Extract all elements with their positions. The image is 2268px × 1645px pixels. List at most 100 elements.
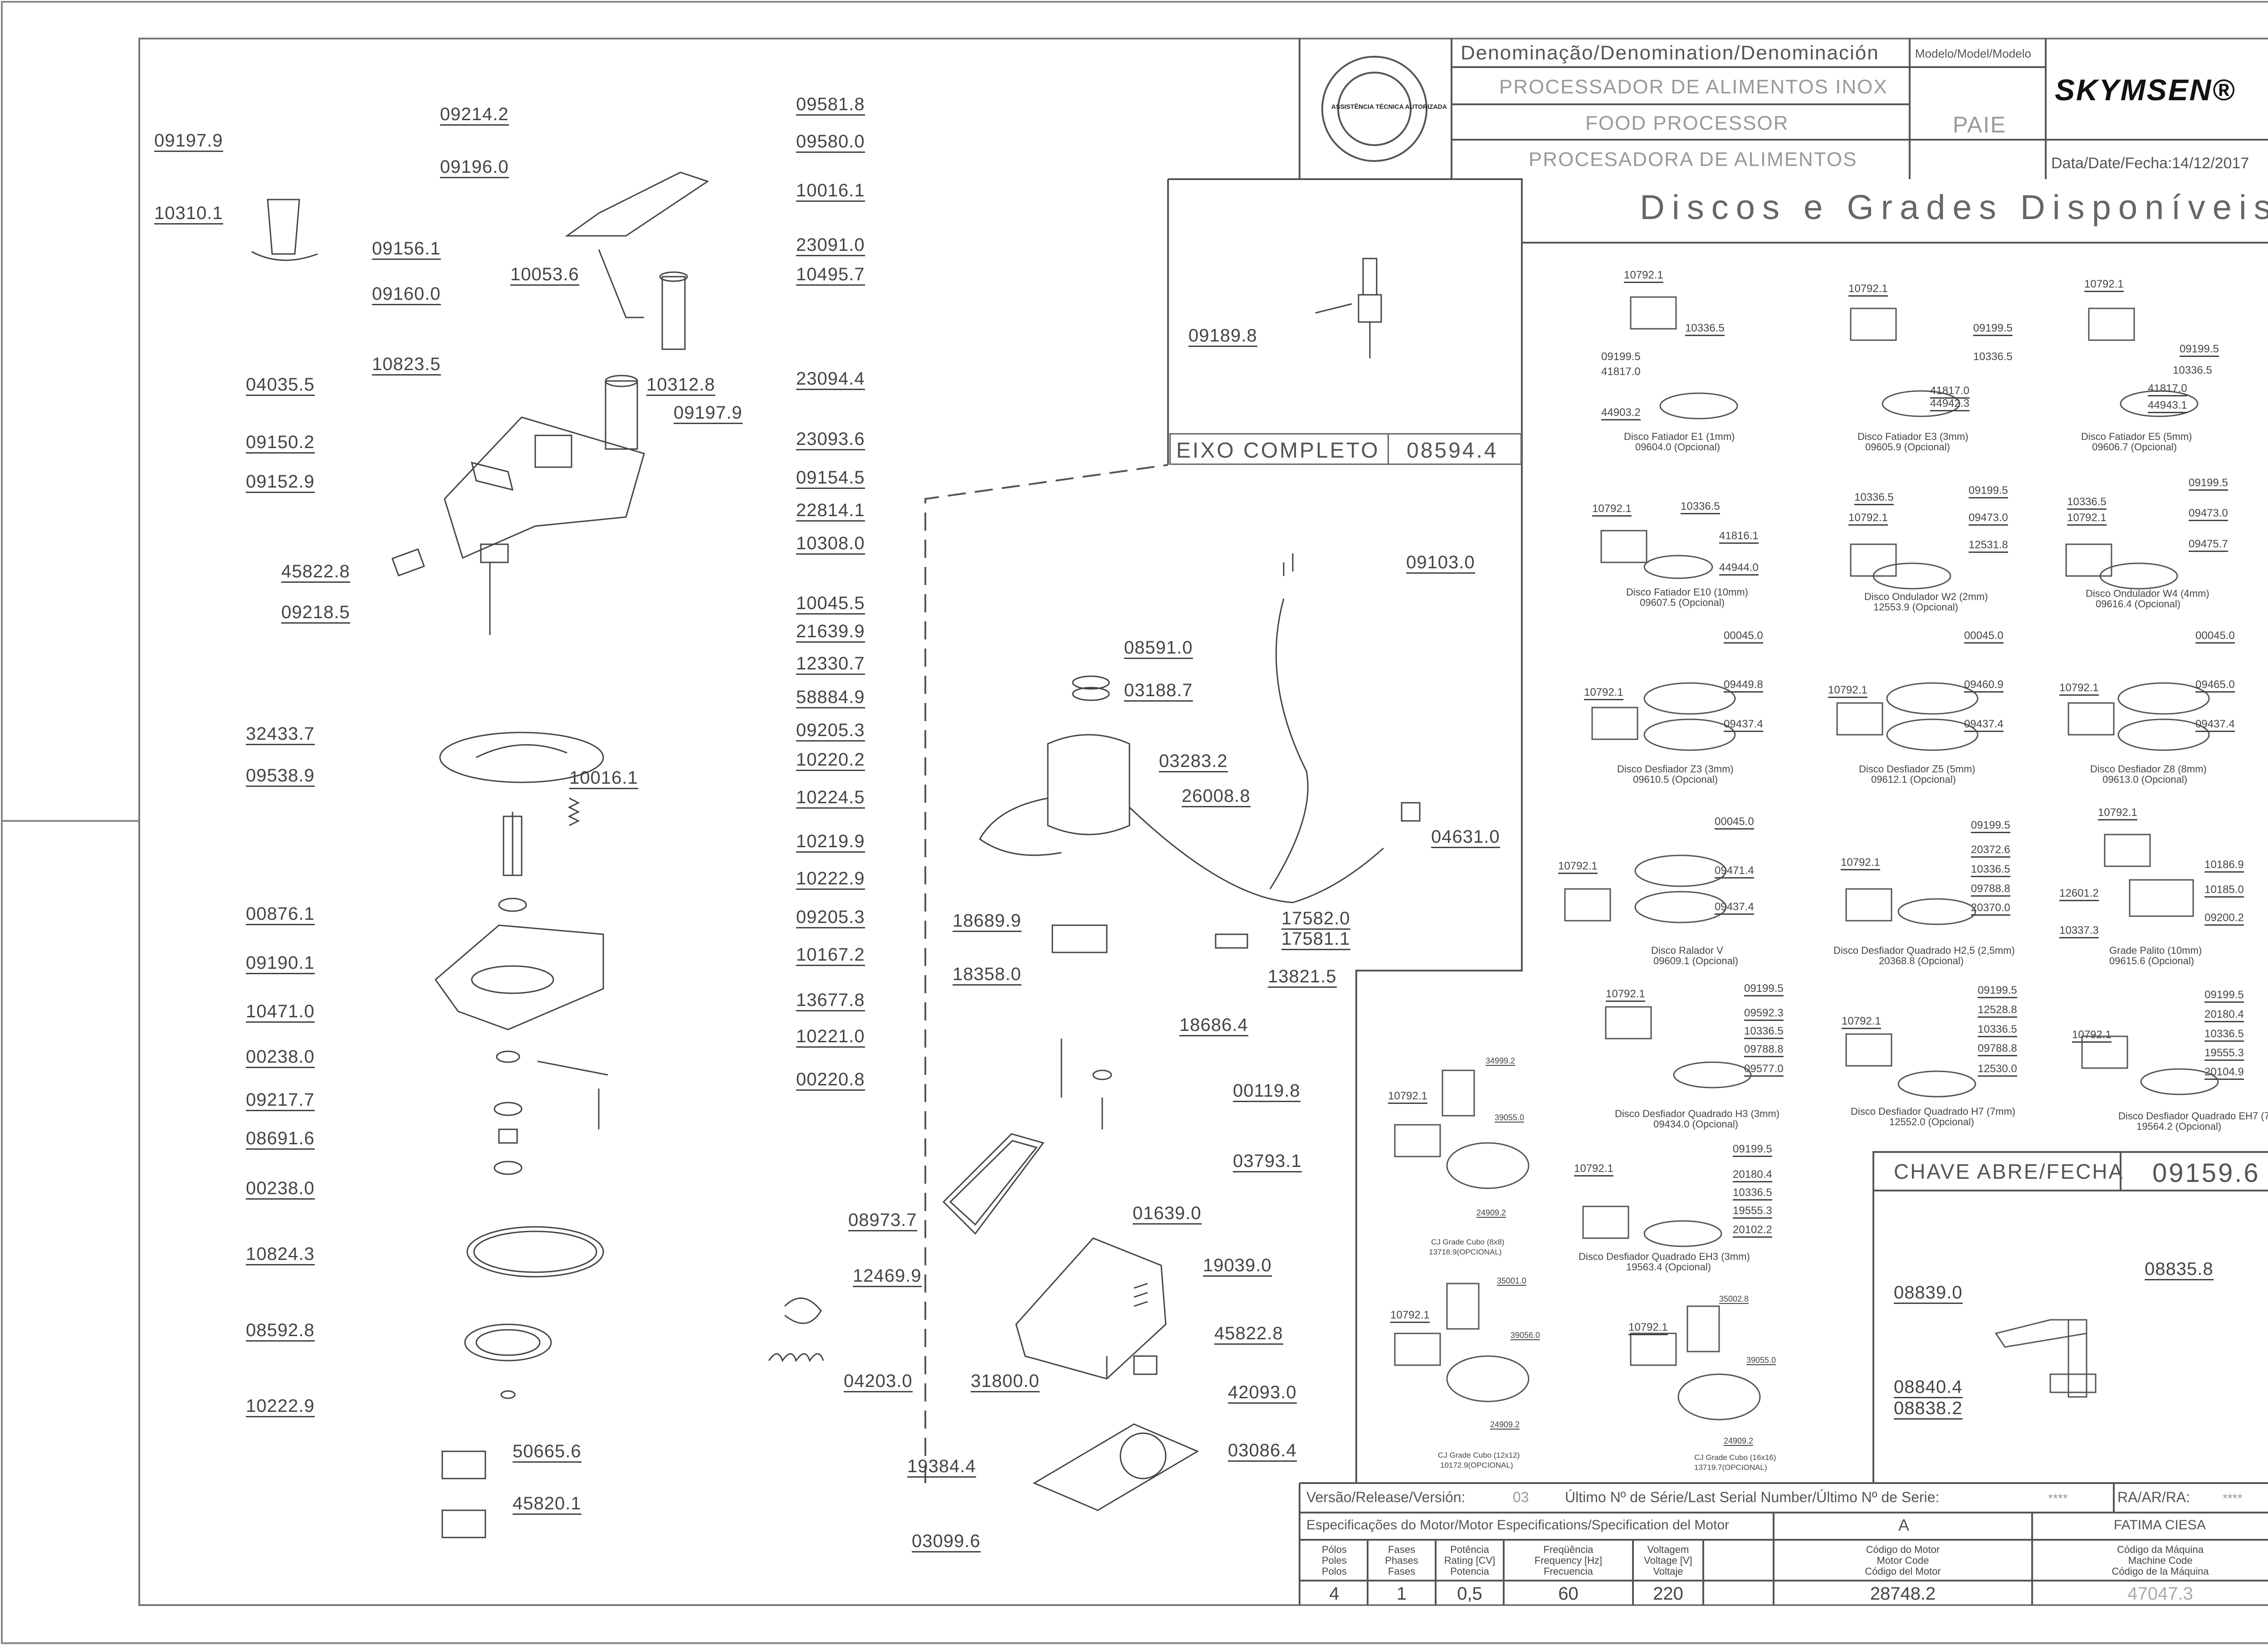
- ra-value: ****: [2223, 1491, 2243, 1505]
- callout-label: 10824.3: [246, 1245, 315, 1265]
- disc-part: 10336.5: [1681, 501, 1720, 514]
- disc-name: Grade Palito (10mm): [2109, 945, 2202, 956]
- callout-label: 08835.8: [2145, 1260, 2214, 1280]
- disc-part: 10792.1: [2067, 513, 2107, 526]
- disc-part: 09199.5: [1744, 983, 1784, 996]
- callout-label: 09214.2: [440, 105, 509, 126]
- eixo-code: 08594.4: [1407, 439, 1498, 463]
- disc-part: 09475.7: [2189, 539, 2228, 552]
- disc-part: 39055.0: [1495, 1113, 1525, 1123]
- callout-label: 09197.9: [674, 404, 743, 424]
- motor-header-line: Rating [CV]: [1444, 1555, 1496, 1567]
- callout-label: 45820.1: [513, 1494, 582, 1515]
- disc-part: 24909.2: [1490, 1420, 1520, 1430]
- callout-label: 04035.5: [246, 376, 315, 396]
- disc-name: Disco Fatiador E3 (3mm): [1857, 431, 1969, 442]
- disc-part: 09199.5: [1969, 485, 2008, 498]
- disc-part: 09199.5: [1733, 1144, 1772, 1157]
- motor-header-line: Fases: [1388, 1544, 1415, 1555]
- disc-part: 00045.0: [1715, 816, 1754, 830]
- callout-label: 18358.0: [953, 965, 1022, 986]
- callout-label: 03188.7: [1124, 681, 1193, 702]
- callout-label: 09538.9: [246, 766, 315, 787]
- motor-value-code: 28748.2: [1870, 1584, 1936, 1604]
- motor-header-line: Motor Code: [1877, 1555, 1929, 1567]
- disc-part: 09788.8: [1971, 884, 2010, 897]
- callout-label: 01639.0: [1133, 1204, 1202, 1225]
- motor-header-line: Código do Motor: [1866, 1544, 1940, 1555]
- callout-label: 10222.9: [796, 869, 865, 890]
- disc-part: 10336.5: [1744, 1026, 1784, 1039]
- disc-part: 24909.2: [1476, 1208, 1506, 1218]
- disc-code: 09605.9 (Opcional): [1865, 441, 1950, 453]
- disc-part: 09437.4: [1724, 719, 1763, 732]
- callout-label: 03099.6: [912, 1532, 981, 1552]
- disc-part: 10792.1: [1842, 1016, 1881, 1029]
- disc-part: 10336.5: [1685, 323, 1725, 336]
- disc-part: 10792.1: [1624, 270, 1663, 283]
- disc-part: 09437.4: [1715, 902, 1754, 915]
- callout-label: 08691.6: [246, 1129, 315, 1150]
- disc-part: 20370.0: [1971, 903, 2010, 916]
- motor-header-line: Código del Motor: [1865, 1566, 1941, 1577]
- callout-label: 45822.8: [1214, 1324, 1283, 1345]
- disc-part: 09199.5: [1601, 351, 1641, 363]
- callout-label: 04631.0: [1431, 828, 1500, 848]
- disc-part: 12601.2: [2059, 888, 2099, 901]
- disc-part: 09788.8: [1978, 1043, 2017, 1056]
- callout-label: 00238.0: [246, 1048, 315, 1068]
- callout-label: 32433.7: [246, 725, 315, 745]
- callout-label: 22814.1: [796, 501, 865, 522]
- disc-code: 13719.7(OPCIONAL): [1694, 1463, 1767, 1472]
- disc-code: 12552.0 (Opcional): [1889, 1116, 1975, 1128]
- disc-part: 10185.0: [2204, 884, 2244, 898]
- motor-header-line: Frequency [Hz]: [1534, 1555, 1603, 1567]
- callout-label: 09580.0: [796, 132, 865, 153]
- callout-label: 00220.8: [796, 1070, 865, 1091]
- callout-label: 13821.5: [1268, 967, 1337, 988]
- disc-part: 09471.4: [1715, 865, 1754, 879]
- disc-code: 09615.6 (Opcional): [2109, 955, 2195, 966]
- disc-part: 10336.5: [1733, 1187, 1772, 1201]
- callout-label: 10167.2: [796, 946, 865, 966]
- serial-label: Último Nº de Série/Last Serial Number/Úl…: [1565, 1489, 1940, 1505]
- callout-label: 09150.2: [246, 433, 315, 454]
- disc-part: 10792.1: [1388, 1091, 1427, 1104]
- disc-part: 09473.0: [1969, 513, 2008, 526]
- disc-part: 35002.8: [1719, 1294, 1749, 1304]
- callout-label: 10219.9: [796, 832, 865, 853]
- callout-label: 00876.1: [246, 905, 315, 925]
- motor-header-line: Pólos: [1321, 1544, 1347, 1555]
- disc-part: 12530.0: [1978, 1064, 2017, 1077]
- disc-name: Disco Ralador V: [1651, 945, 1723, 956]
- callout-label: 17581.1: [1281, 930, 1350, 950]
- motor-header-line: Poles: [1321, 1555, 1347, 1567]
- disc-part: 20180.4: [1733, 1169, 1772, 1182]
- callout-label: 09217.7: [246, 1091, 315, 1111]
- disc-part: 44942.3: [1930, 398, 1970, 411]
- disc-part: 10792.1: [1848, 513, 1888, 526]
- disc-name: Disco Desfiador Quadrado EH3 (3mm): [1579, 1251, 1750, 1262]
- disc-part: 44944.0: [1719, 562, 1759, 576]
- disc-part: 10792.1: [2098, 807, 2137, 820]
- chave-label: CHAVE ABRE/FECHA: [1894, 1160, 2124, 1183]
- motor-header-line: Voltagem: [1647, 1544, 1689, 1555]
- motor-value-frequency: 60: [1558, 1584, 1579, 1604]
- chave-code: 09159.6: [2152, 1158, 2260, 1188]
- disc-part: 20180.4: [2204, 1009, 2244, 1022]
- callout-label: 10312.8: [646, 376, 715, 396]
- disc-part: 19555.3: [1733, 1206, 1772, 1219]
- callout-label: 10220.2: [796, 751, 865, 771]
- callout-label: 10016.1: [796, 181, 865, 202]
- disc-part: 09460.9: [1964, 679, 2004, 693]
- disc-part: 44903.2: [1601, 407, 1641, 420]
- callout-label: 09160.0: [372, 285, 441, 305]
- callout-label: 13677.8: [796, 991, 865, 1011]
- callout-label: 09205.3: [796, 721, 865, 742]
- callout-label: 17582.0: [1281, 909, 1350, 930]
- callout-label: 00119.8: [1233, 1082, 1300, 1102]
- callout-label: 09154.5: [796, 469, 865, 489]
